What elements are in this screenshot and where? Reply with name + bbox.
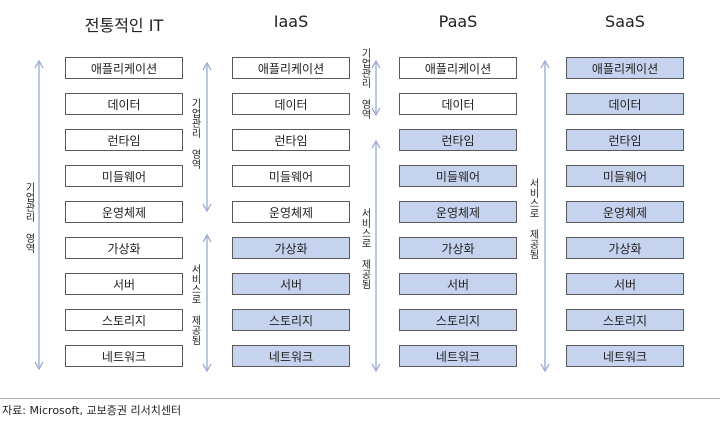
column-title-traditional-it: 전통적인 IT xyxy=(84,16,164,35)
layer-box-iaas: 스토리지 xyxy=(232,309,350,331)
layer-box-traditional-it: 애플리케이션 xyxy=(65,57,183,79)
divider-line xyxy=(0,398,720,399)
layer-box-iaas: 미들웨어 xyxy=(232,165,350,187)
layer-box-paas: 운영체제 xyxy=(399,201,517,223)
arrow-iaas-provided xyxy=(202,233,212,373)
layer-box-paas: 스토리지 xyxy=(399,309,517,331)
layer-box-paas: 미들웨어 xyxy=(399,165,517,187)
layer-box-saas: 미들웨어 xyxy=(566,165,684,187)
layer-box-saas: 데이터 xyxy=(566,93,684,115)
label-iaas-provided: 서비스로 제공됨 xyxy=(189,264,200,345)
layer-box-traditional-it: 데이터 xyxy=(65,93,183,115)
layer-box-paas: 가상화 xyxy=(399,237,517,259)
layer-box-traditional-it: 스토리지 xyxy=(65,309,183,331)
label-iaas-managed: 기업관리 영역 xyxy=(189,98,200,169)
layer-box-saas: 애플리케이션 xyxy=(566,57,684,79)
layer-box-saas: 네트워크 xyxy=(566,345,684,367)
label-paas-provided: 서비스로 제공됨 xyxy=(359,208,370,289)
label-paas-managed: 기업관리 영역 xyxy=(359,48,370,119)
layer-box-traditional-it: 운영체제 xyxy=(65,201,183,223)
layer-box-paas: 애플리케이션 xyxy=(399,57,517,79)
layer-box-paas: 런타임 xyxy=(399,129,517,151)
arrow-saas-provided xyxy=(540,59,550,373)
layer-box-saas: 서버 xyxy=(566,273,684,295)
column-title-paas: PaaS xyxy=(438,12,478,31)
layer-box-iaas: 네트워크 xyxy=(232,345,350,367)
layer-box-iaas: 가상화 xyxy=(232,237,350,259)
column-title-saas: SaaS xyxy=(605,12,645,31)
layer-box-saas: 런타임 xyxy=(566,129,684,151)
layer-box-saas: 운영체제 xyxy=(566,201,684,223)
source-note: 자료: Microsoft, 교보증권 리서치센터 xyxy=(2,404,182,417)
layer-box-saas: 스토리지 xyxy=(566,309,684,331)
layer-box-paas: 서버 xyxy=(399,273,517,295)
layer-box-traditional-it: 서버 xyxy=(65,273,183,295)
arrow-traditional-managed xyxy=(34,59,44,371)
layer-box-paas: 데이터 xyxy=(399,93,517,115)
label-saas-provided: 서비스로 제공됨 xyxy=(527,178,538,259)
layer-box-saas: 가상화 xyxy=(566,237,684,259)
layer-box-iaas: 런타임 xyxy=(232,129,350,151)
label-traditional-managed: 기업관리 영역 xyxy=(23,182,34,253)
layer-box-iaas: 서버 xyxy=(232,273,350,295)
layer-box-traditional-it: 가상화 xyxy=(65,237,183,259)
arrow-paas-managed xyxy=(371,59,381,117)
arrow-iaas-managed xyxy=(202,61,212,213)
layer-box-paas: 네트워크 xyxy=(399,345,517,367)
layer-box-traditional-it: 미들웨어 xyxy=(65,165,183,187)
layer-box-traditional-it: 네트워크 xyxy=(65,345,183,367)
layer-box-iaas: 애플리케이션 xyxy=(232,57,350,79)
arrow-paas-provided xyxy=(371,139,381,373)
column-title-iaas: IaaS xyxy=(273,12,309,31)
layer-box-iaas: 운영체제 xyxy=(232,201,350,223)
layer-box-iaas: 데이터 xyxy=(232,93,350,115)
layer-box-traditional-it: 런타임 xyxy=(65,129,183,151)
